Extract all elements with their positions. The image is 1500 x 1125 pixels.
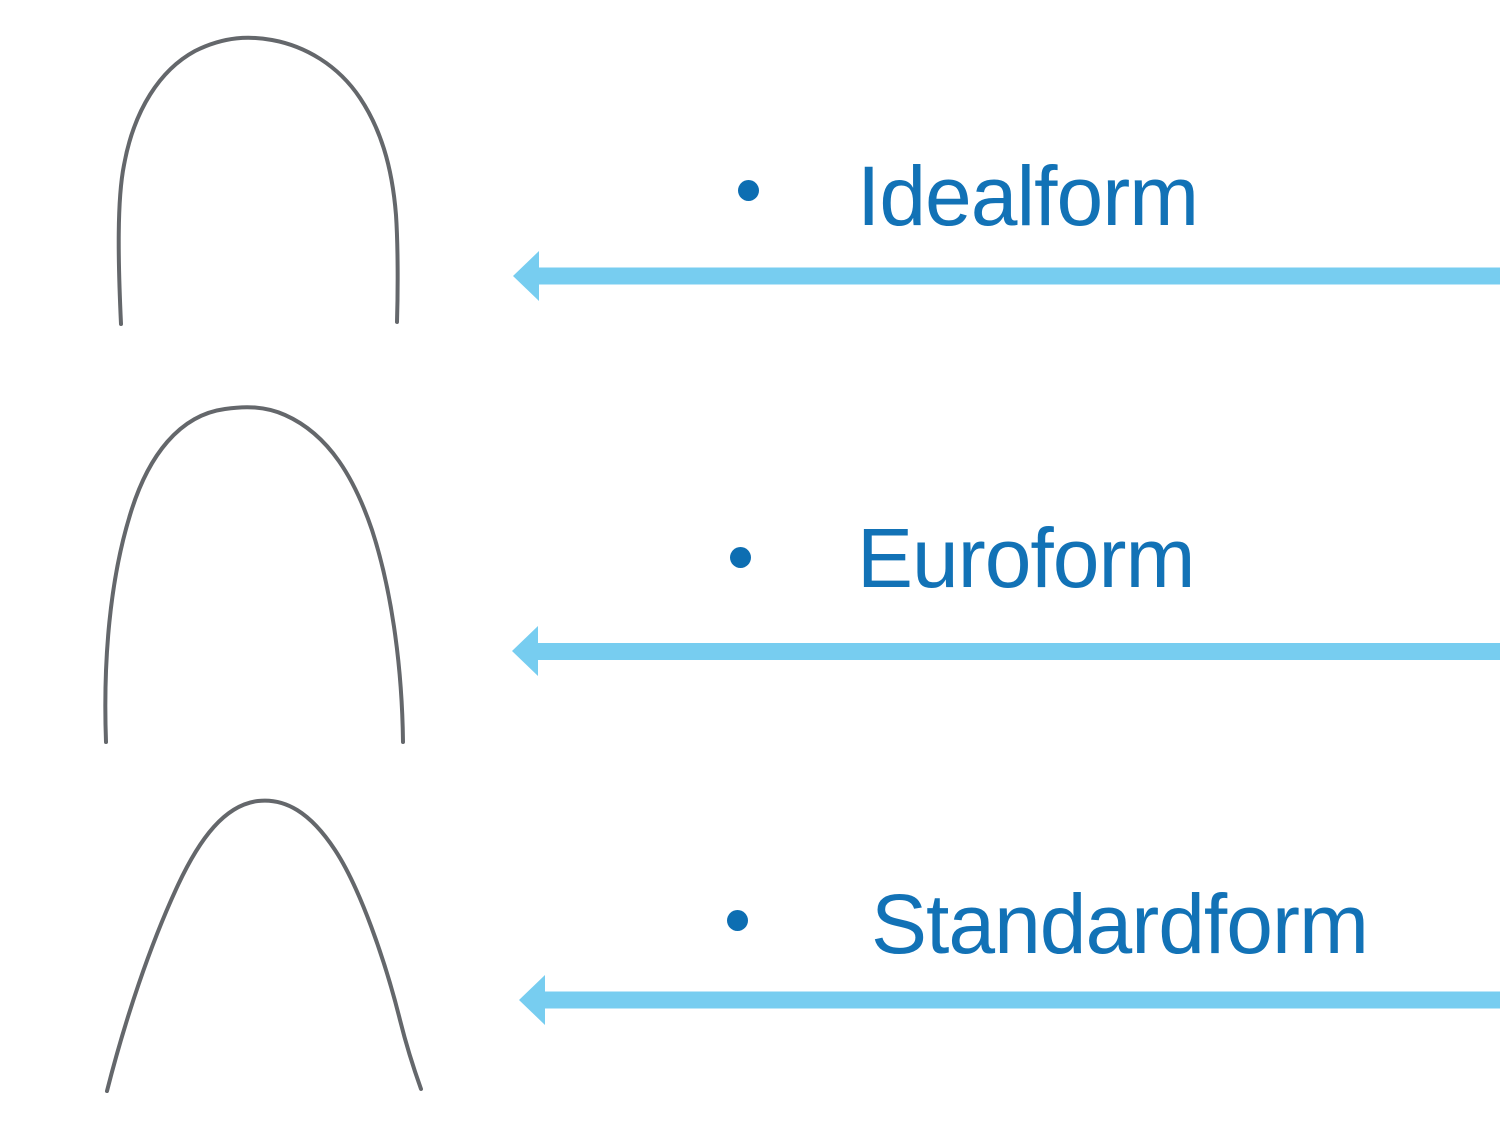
label-idealform: Idealform <box>857 149 1199 243</box>
label-standardform: Standardform <box>871 877 1369 971</box>
bullet-icon <box>730 547 751 568</box>
label-euroform: Euroform <box>857 511 1195 605</box>
bullet-icon <box>727 910 748 931</box>
arrow-to-idealform <box>513 251 1500 301</box>
archwire-standardform-image <box>105 798 423 1093</box>
arrow-to-euroform <box>512 626 1500 676</box>
arrow-to-standardform <box>519 975 1500 1025</box>
bullet-icon <box>738 180 759 201</box>
archwire-euroform-image <box>103 405 405 744</box>
archwire-idealform-image <box>116 35 400 326</box>
